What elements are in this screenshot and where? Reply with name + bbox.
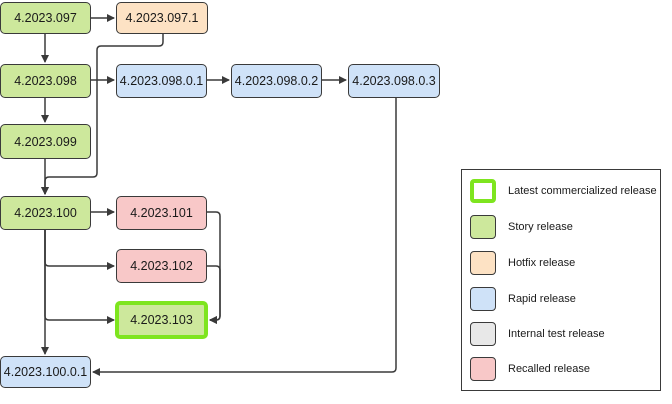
- edge-097.1-to-100: [41, 34, 164, 195]
- legend-item-hotfix: Hotfix release: [470, 249, 575, 277]
- node-4.2023.097.1: 4.2023.097.1: [116, 2, 208, 34]
- legend-item-recalled: Recalled release: [470, 355, 590, 383]
- recalled-release-swatch: [470, 357, 496, 381]
- legend-label-hotfix: Hotfix release: [508, 257, 576, 269]
- node-4.2023.098: 4.2023.098: [0, 64, 91, 98]
- edge-100-to-102: [44, 230, 115, 270]
- node-4.2023.097: 4.2023.097: [0, 2, 91, 34]
- legend-item-latest: Latest commercialized release: [470, 177, 657, 205]
- node-4.2023.100.0.1: 4.2023.100.0.1: [0, 356, 91, 388]
- legend-label-rapid: Rapid release: [508, 293, 576, 305]
- legend-item-test: Internal test release: [470, 320, 605, 348]
- legend-item-story: Story release: [470, 213, 573, 241]
- node-4.2023.098.0.1: 4.2023.098.0.1: [116, 64, 207, 98]
- latest-release-swatch: [470, 179, 496, 203]
- hotfix-release-swatch: [470, 251, 496, 275]
- node-4.2023.099: 4.2023.099: [0, 124, 91, 159]
- node-4.2023.101: 4.2023.101: [116, 196, 207, 230]
- edge-100-to-103: [44, 230, 115, 324]
- node-4.2023.100: 4.2023.100: [0, 196, 91, 230]
- rapid-release-swatch: [470, 287, 496, 311]
- legend-item-rapid: Rapid release: [470, 285, 576, 313]
- story-release-swatch: [470, 215, 496, 239]
- edge-102-to-103: [207, 265, 221, 324]
- node-4.2023.102: 4.2023.102: [116, 249, 207, 283]
- node-4.2023.098.0.2: 4.2023.098.0.2: [231, 64, 322, 98]
- legend: Latest commercialized release Story rele…: [461, 169, 661, 391]
- node-4.2023.103: 4.2023.103: [115, 301, 208, 339]
- legend-label-recalled: Recalled release: [508, 363, 590, 375]
- legend-label-test: Internal test release: [508, 328, 605, 340]
- edge-098.0.3-to-100.0.1: [92, 98, 397, 376]
- internal-test-release-swatch: [470, 322, 496, 346]
- legend-label-story: Story release: [508, 221, 573, 233]
- node-4.2023.098.0.3: 4.2023.098.0.3: [348, 64, 440, 98]
- legend-label-latest: Latest commercialized release: [508, 185, 657, 197]
